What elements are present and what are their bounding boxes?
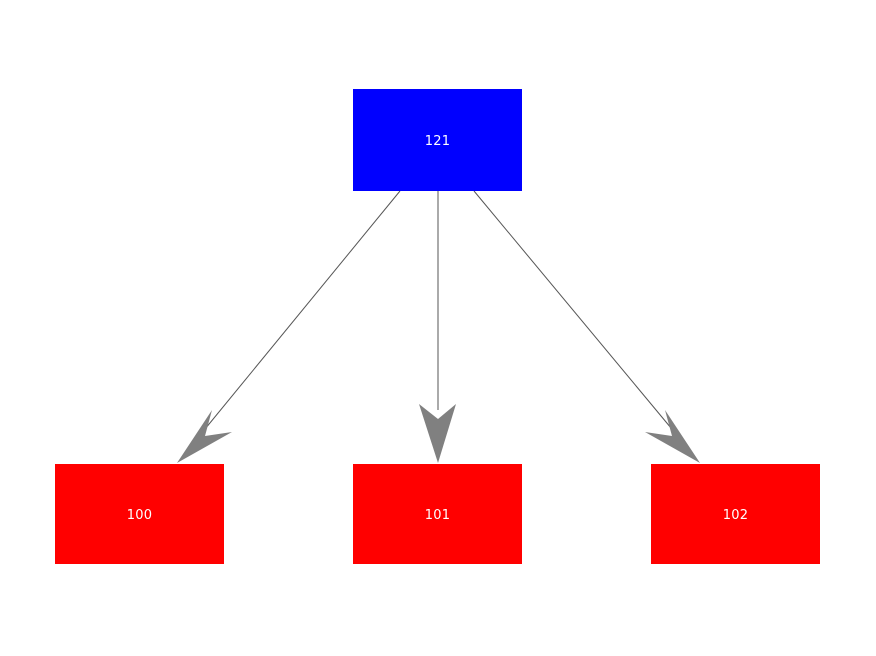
node-label: 121 (424, 133, 451, 149)
node-101[interactable]: 101 (353, 464, 522, 564)
edge-line (473, 190, 682, 441)
edge-121-to-102 (473, 190, 700, 463)
node-100[interactable]: 100 (55, 464, 224, 564)
edge-121-to-101 (419, 191, 456, 463)
node-label: 102 (722, 507, 749, 523)
node-label: 101 (424, 507, 451, 523)
edge-121-to-100 (177, 190, 401, 463)
arrowhead-icon (645, 410, 700, 463)
arrowhead-icon (419, 404, 456, 463)
arrowhead-icon (177, 410, 232, 463)
edge-line (195, 190, 401, 441)
node-102[interactable]: 102 (651, 464, 820, 564)
node-label: 100 (126, 507, 153, 523)
node-121[interactable]: 121 (353, 89, 522, 191)
